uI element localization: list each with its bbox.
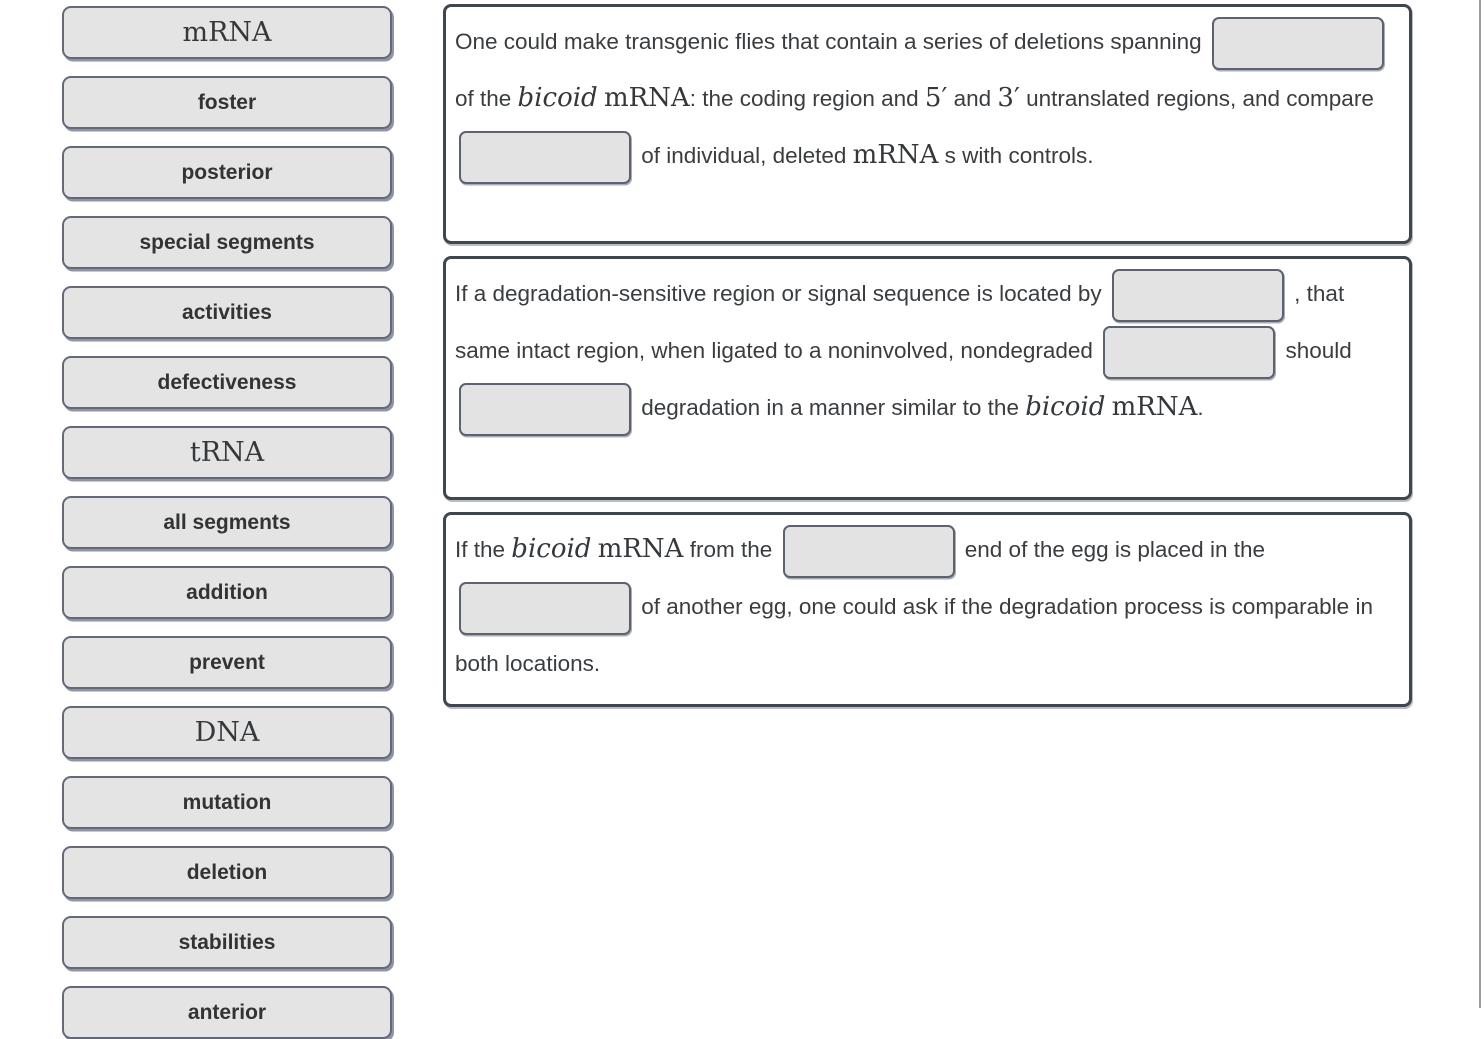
word-tile-label: DNA [194, 717, 260, 748]
word-tile-label: prevent [189, 650, 265, 674]
word-tile-label: all segments [163, 510, 291, 534]
passage-text: should [1279, 338, 1352, 363]
word-tile-label: addition [186, 580, 268, 604]
passage-text: of individual, deleted [635, 143, 853, 168]
word-tile-mrna[interactable]: mRNA [62, 6, 392, 59]
word-tile-label: posterior [181, 160, 273, 184]
passage-text: and [947, 86, 998, 111]
passage-text: : the coding region and [689, 86, 925, 111]
answer-blank[interactable] [459, 130, 631, 184]
word-tile-activities[interactable]: activities [62, 286, 392, 339]
word-tile-dna[interactable]: DNA [62, 706, 392, 759]
word-tile-label: stabilities [178, 930, 276, 954]
word-tile-prevent[interactable]: prevent [62, 636, 392, 689]
passage-math: mRNA [852, 140, 939, 170]
passage-math: mRNA [603, 83, 690, 113]
word-bank: mRNA foster posterior special segments activ… [62, 6, 392, 1039]
word-tile-deletion[interactable]: deletion [62, 846, 392, 899]
passage-text: . [1197, 395, 1204, 420]
right-edge-line [1479, 0, 1481, 1008]
word-tile-addition[interactable]: addition [62, 566, 392, 619]
word-tile-label: activities [182, 300, 272, 324]
word-tile-label: deletion [186, 860, 268, 884]
answer-blank[interactable] [459, 581, 631, 635]
answer-blank[interactable] [459, 382, 631, 436]
word-tile-label: special segments [139, 230, 315, 254]
passage-math: bicoid [511, 534, 592, 564]
passage-text: degradation in a manner similar to the [635, 395, 1026, 420]
word-tile-stabilities[interactable]: stabilities [62, 916, 392, 969]
word-tile-defectiveness[interactable]: defectiveness [62, 356, 392, 409]
word-tile-posterior[interactable]: posterior [62, 146, 392, 199]
question-passage-3: If the bicoid mRNA from the end of the e… [455, 521, 1396, 692]
answer-blank[interactable] [1103, 325, 1276, 379]
question-panel-1: One could make transgenic flies that con… [443, 4, 1412, 244]
question-passage-1: One could make transgenic flies that con… [455, 13, 1396, 184]
answer-blank[interactable] [1211, 16, 1384, 70]
word-tile-all-segments[interactable]: all segments [62, 496, 392, 549]
answer-blank[interactable] [782, 524, 955, 578]
passage-text: end of the egg is placed in the [958, 537, 1265, 562]
word-tile-trna[interactable]: tRNA [62, 426, 392, 479]
word-tile-label: mRNA [182, 17, 272, 48]
word-tile-special-segments[interactable]: special segments [62, 216, 392, 269]
word-tile-label: anterior [187, 1000, 267, 1024]
passage-text: If the [455, 537, 512, 562]
word-tile-foster[interactable]: foster [62, 76, 392, 129]
word-tile-label: defectiveness [157, 370, 297, 394]
passage-text: of the [455, 86, 518, 111]
passage-math: bicoid [517, 83, 598, 113]
passage-math: 3′ [997, 83, 1020, 113]
answer-blank[interactable] [1111, 268, 1284, 322]
word-tile-label: tRNA [189, 437, 265, 468]
passage-text: from the [683, 537, 779, 562]
passage-text: , that same intact region, when ligated … [455, 281, 1345, 363]
passage-text: of another egg, one could ask if the deg… [455, 594, 1373, 676]
question-passage-2: If a degradation-sensitive region or sig… [455, 265, 1396, 436]
passage-math: mRNA [597, 534, 684, 564]
passage-text: s with controls. [938, 143, 1094, 168]
passage-math: 5′ [924, 83, 948, 113]
passage-text: One could make transgenic flies that con… [455, 29, 1208, 54]
word-tile-label: mutation [182, 790, 272, 814]
question-panel-3: If the bicoid mRNA from the end of the e… [443, 512, 1412, 707]
word-tile-anterior[interactable]: anterior [62, 986, 392, 1039]
word-tile-label: foster [197, 90, 257, 114]
question-panel-2: If a degradation-sensitive region or sig… [443, 256, 1412, 500]
passage-text: If a degradation-sensitive region or sig… [455, 281, 1108, 306]
word-tile-mutation[interactable]: mutation [62, 776, 392, 829]
passage-text: untranslated regions, and compare [1019, 86, 1374, 111]
passage-math: bicoid [1025, 392, 1106, 422]
passage-math: mRNA [1111, 392, 1198, 422]
